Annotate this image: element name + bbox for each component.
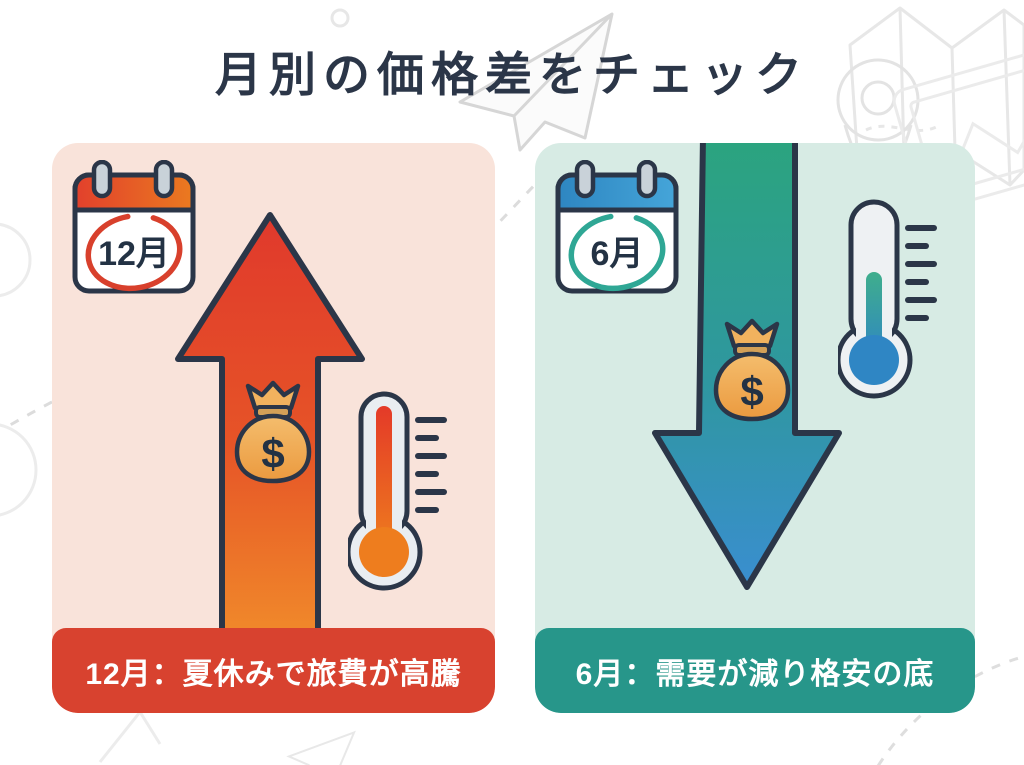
- calendar-icon-june: 6月: [555, 160, 679, 294]
- calendar-ring-icon: [91, 160, 113, 199]
- page-title: 月別の価格差をチェック: [215, 48, 809, 101]
- panel-december: 12月 $: [52, 143, 495, 713]
- thermometer-high-icon: [348, 391, 447, 591]
- paper-plane-doodle-icon: [458, 12, 614, 152]
- dollar-sign: $: [261, 430, 284, 477]
- caption-june: 6月：需要が減り格安の底: [535, 628, 975, 713]
- calendar-ring-icon: [574, 160, 596, 199]
- left-edge-stamp-doodles: [0, 222, 38, 517]
- dollar-sign: $: [740, 368, 763, 415]
- caption-june-text: 6月：需要が減り格安の底: [575, 657, 935, 691]
- month-label: 6月: [591, 235, 644, 273]
- calendar-icon-december: 12月: [72, 160, 196, 294]
- money-bag-icon: $: [234, 380, 312, 484]
- month-circle-mark: [568, 212, 666, 292]
- caption-december: 12月：夏休みで旅費が高騰: [52, 628, 495, 713]
- thermometer-low-icon: [838, 199, 937, 399]
- money-bag-icon: $: [713, 318, 791, 422]
- calendar-ring-icon: [636, 160, 658, 199]
- month-circle-mark: [85, 212, 183, 292]
- thermometer-scale-ticks: [905, 225, 937, 321]
- caption-december-text: 12月：夏休みで旅費が高騰: [85, 657, 462, 691]
- calendar-ring-icon: [153, 160, 175, 199]
- bottom-left-arrow-doodle-icon: [98, 709, 162, 763]
- thermometer-scale-ticks: [415, 417, 447, 513]
- bottom-plane-doodle-icon: [286, 730, 356, 765]
- panel-june: 6月 $: [535, 143, 975, 713]
- month-label: 12月: [98, 235, 170, 273]
